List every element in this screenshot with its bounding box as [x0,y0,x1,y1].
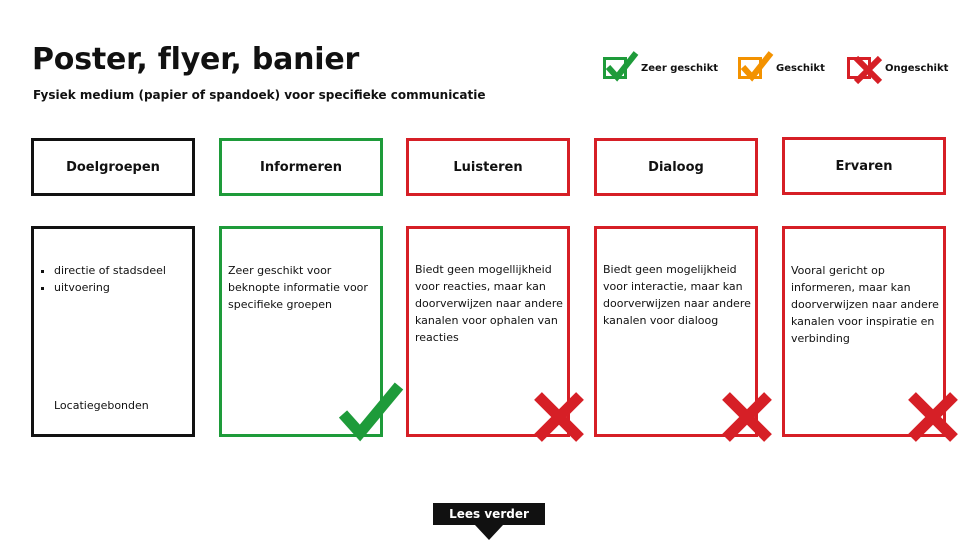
content-ervaren: Vooral gericht op informeren, maar kan d… [782,226,946,437]
legend-label: Zeer geschikt [641,62,719,74]
description-text: Biedt geen mogelijkheid voor interactie,… [603,263,751,327]
page-subtitle: Fysiek medium (papier of spandoek) voor … [33,88,486,102]
check-icon [338,382,404,442]
header-informeren: Informeren [219,138,383,196]
cross-icon [722,392,772,442]
read-more-button[interactable]: Lees verder [433,503,545,525]
header-doelgroepen: Doelgroepen [31,138,195,196]
cross-icon [908,392,958,442]
arrow-down-icon[interactable] [475,525,503,540]
legend-label: Geschikt [776,62,825,74]
legend-item-ongeschikt: Ongeschikt [847,48,948,88]
content-informeren: Zeer geschikt voor beknopte informatie v… [219,226,383,437]
description-text: Vooral gericht op informeren, maar kan d… [791,264,939,345]
legend-check-icon-green [603,51,639,83]
legend-cross-icon-red [847,53,883,85]
legend-check-icon-orange [738,51,774,83]
list-item: directie of stadsdeel [54,262,186,279]
location-note: Locatiegebonden [54,399,149,412]
description-text: Zeer geschikt voor beknopte informatie v… [228,264,368,311]
content-luisteren: Biedt geen mogellijkheid voor reacties, … [406,226,570,437]
header-ervaren: Ervaren [782,137,946,195]
target-group-list: directie of stadsdeel uitvoering [40,262,186,296]
cross-icon [534,392,584,442]
header-dialoog: Dialoog [594,138,758,196]
legend-item-zeer-geschikt: Zeer geschikt [603,48,718,88]
list-item: uitvoering [54,279,186,296]
content-dialoog: Biedt geen mogelijkheid voor interactie,… [594,226,758,437]
legend-label: Ongeschikt [885,62,949,74]
header-luisteren: Luisteren [406,138,570,196]
content-doelgroepen: directie of stadsdeel uitvoering Locatie… [31,226,195,437]
page-title: Poster, flyer, banier [32,42,360,77]
description-text: Biedt geen mogellijkheid voor reacties, … [415,263,563,344]
legend-item-geschikt: Geschikt [738,48,825,88]
